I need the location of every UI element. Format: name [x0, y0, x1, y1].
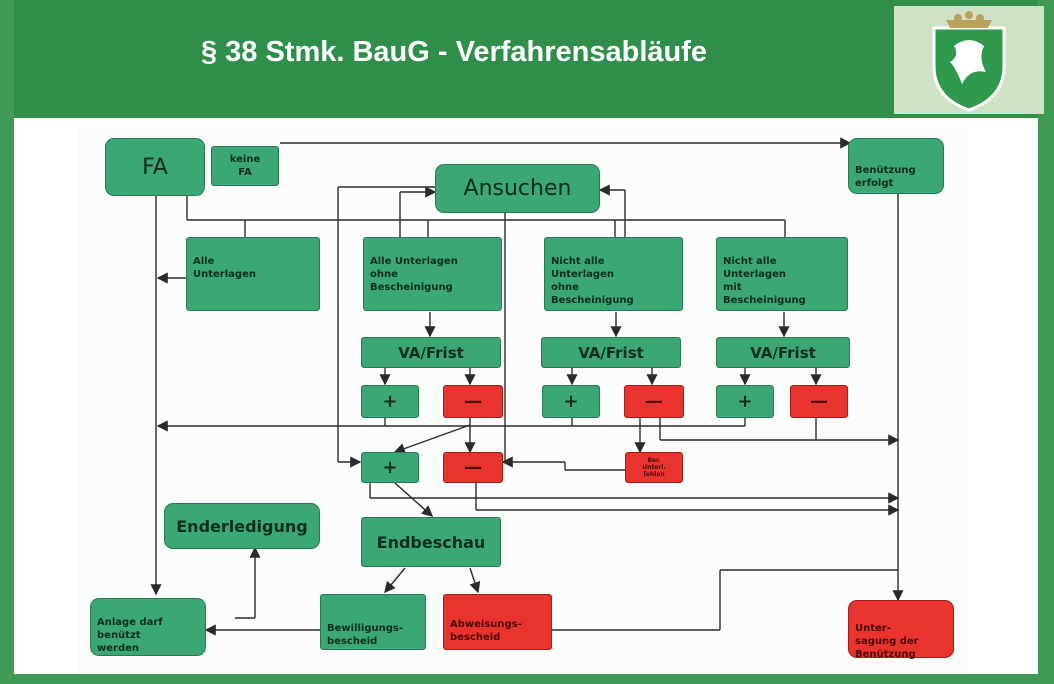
node-nicht-alle-mit: Nicht alle Unterlagen mit Bescheinigung: [716, 237, 848, 311]
node-plus-3: +: [716, 385, 774, 418]
node-va-frist-1: VA/Frist: [361, 337, 501, 368]
node-untersagung-label: Unter- sagung der Benützung: [855, 623, 919, 660]
frame-right: [1038, 0, 1054, 684]
node-va-frist-3-label: VA/Frist: [750, 343, 816, 362]
node-minus-1: —: [443, 385, 503, 418]
node-minus-2-label: —: [645, 391, 663, 412]
node-alle-unterlagen: Alle Unterlagen: [186, 237, 320, 311]
node-endbeschau-label: Endbeschau: [376, 532, 486, 552]
node-keine-fa-label: keine FA: [229, 154, 261, 178]
node-bewilligungsbescheid: Bewilligungs- bescheid: [320, 594, 426, 650]
styria-coat-of-arms-icon: [932, 11, 1006, 112]
node-benuetzung-erfolgt: Benützung erfolgt: [848, 138, 944, 194]
node-plus-4: +: [361, 452, 419, 483]
node-va-frist-3: VA/Frist: [716, 337, 850, 368]
node-fa-label: FA: [142, 154, 168, 180]
node-ohne-bescheinigung: Alle Unterlagen ohne Bescheinigung: [363, 237, 502, 311]
node-enderledigung: Enderledigung: [164, 503, 320, 549]
node-anlage-darf: Anlage darf benützt werden: [90, 598, 206, 656]
node-minus-2: —: [624, 385, 684, 418]
node-plus-2: +: [542, 385, 600, 418]
node-enderledigung-label: Enderledigung: [176, 516, 308, 536]
node-plus-2-label: +: [563, 391, 579, 412]
node-plus-4-label: +: [382, 457, 398, 478]
node-alle-unterlagen-label: Alle Unterlagen: [193, 256, 256, 280]
node-va-frist-1-label: VA/Frist: [398, 343, 464, 362]
node-fa: FA: [105, 138, 205, 196]
node-va-frist-2: VA/Frist: [541, 337, 681, 368]
frame-left: [0, 0, 14, 684]
node-abweisung-label: Abweisungs- bescheid: [450, 619, 522, 643]
node-small-red: Ber. Unterl. fehlen: [625, 452, 683, 483]
node-minus-4-label: —: [464, 457, 482, 478]
node-nicht-alle-ohne-label: Nicht alle Unterlagen ohne Bescheinigung: [551, 256, 634, 306]
node-abweisungsbescheid: Abweisungs- bescheid: [443, 594, 552, 650]
page-title: § 38 Stmk. BauG - Verfahrensabläufe: [200, 36, 708, 68]
header-bar: § 38 Stmk. BauG - Verfahrensabläufe: [14, 0, 1044, 118]
node-plus-1: +: [361, 385, 419, 418]
node-minus-4: —: [443, 452, 503, 483]
logo-panel: [894, 6, 1044, 114]
node-plus-3-label: +: [737, 391, 753, 412]
node-plus-1-label: +: [382, 391, 398, 412]
node-ohne-bescheinigung-label: Alle Unterlagen ohne Bescheinigung: [370, 256, 458, 293]
node-minus-3-label: —: [810, 391, 828, 412]
node-bewilligung-label: Bewilligungs- bescheid: [327, 623, 404, 647]
node-nicht-alle-mit-label: Nicht alle Unterlagen mit Bescheinigung: [723, 256, 806, 306]
node-ansuchen: Ansuchen: [435, 164, 600, 213]
node-keine-fa: keine FA: [211, 146, 279, 186]
node-va-frist-2-label: VA/Frist: [578, 343, 644, 362]
node-nicht-alle-ohne: Nicht alle Unterlagen ohne Bescheinigung: [544, 237, 683, 311]
node-anlage-label: Anlage darf benützt werden: [97, 617, 163, 654]
node-ansuchen-label: Ansuchen: [463, 176, 572, 201]
node-untersagung: Unter- sagung der Benützung: [848, 600, 954, 660]
node-minus-1-label: —: [464, 391, 482, 412]
node-benuetzung-label: Benützung erfolgt: [855, 165, 916, 189]
frame-bottom: [0, 674, 1054, 684]
node-endbeschau: Endbeschau: [361, 517, 501, 567]
node-small-red-label: Ber. Unterl. fehlen: [642, 457, 666, 478]
node-minus-3: —: [790, 385, 848, 418]
